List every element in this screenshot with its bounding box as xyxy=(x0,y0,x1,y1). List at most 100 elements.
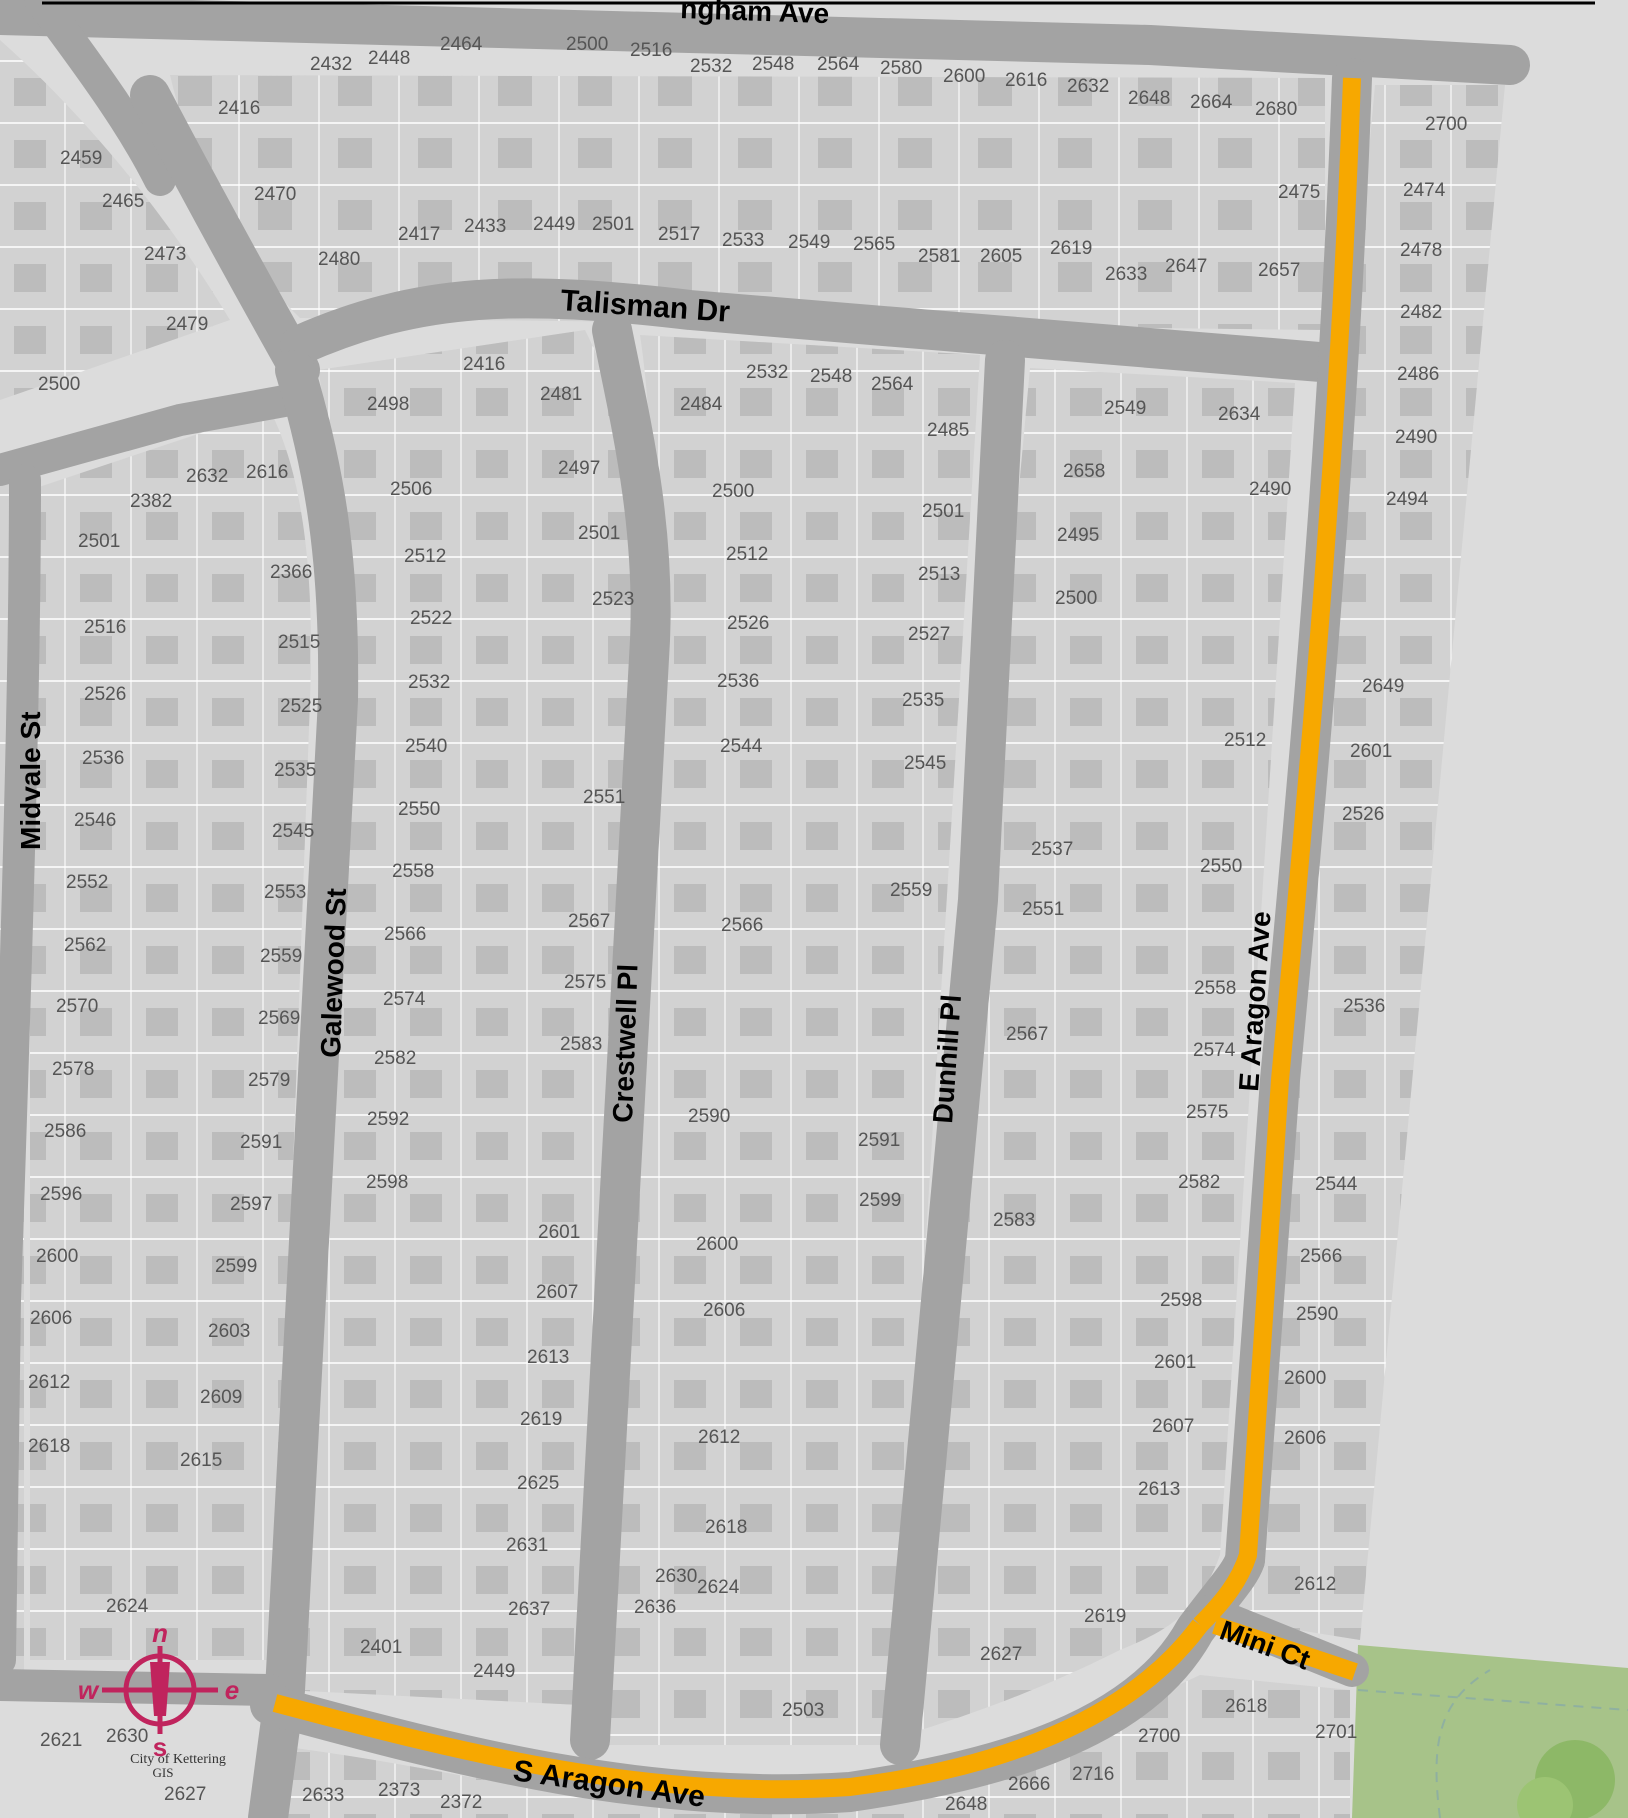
address-label: 2474 xyxy=(1403,180,1446,201)
road-midvale xyxy=(0,464,41,1676)
address-label: 2648 xyxy=(1128,88,1170,109)
park-trail xyxy=(1357,1669,1628,1818)
address-label: 2567 xyxy=(568,911,610,932)
address-label: 2700 xyxy=(1138,1726,1180,1747)
address-label: 2550 xyxy=(398,799,440,820)
address-label: 2618 xyxy=(1225,1696,1267,1717)
address-label: 2546 xyxy=(74,810,116,831)
address-label: 2473 xyxy=(144,244,186,265)
credit-gis: GIS xyxy=(153,1765,174,1780)
address-label: 2433 xyxy=(464,216,506,237)
address-label: 2605 xyxy=(980,246,1022,267)
address-label: 2480 xyxy=(318,249,360,270)
address-label: 2533 xyxy=(722,230,764,251)
address-label: 2631 xyxy=(506,1535,548,1556)
address-label: 2601 xyxy=(1350,741,1392,762)
address-label: 2548 xyxy=(752,54,794,75)
highlighted-route[interactable] xyxy=(272,77,1361,1799)
road-galewood xyxy=(248,350,359,1818)
address-label: 2459 xyxy=(60,148,102,169)
address-label: 2565 xyxy=(853,234,895,255)
address-label: 2494 xyxy=(1386,489,1429,510)
address-label: 2513 xyxy=(918,564,960,585)
address-label: 2537 xyxy=(1031,839,1073,860)
address-label: 2566 xyxy=(721,915,763,936)
address-label: 2666 xyxy=(1008,1774,1050,1795)
address-label: 2366 xyxy=(270,562,312,583)
address-label: 2481 xyxy=(540,384,582,405)
address-label: 2532 xyxy=(408,672,450,693)
address-label: 2619 xyxy=(1084,1606,1126,1627)
address-label: 2548 xyxy=(810,366,852,387)
address-label: 2550 xyxy=(1200,856,1242,877)
address-label: 2517 xyxy=(658,224,700,245)
address-label: 2567 xyxy=(1006,1024,1048,1045)
address-label: 2680 xyxy=(1255,99,1297,120)
address-label: 2599 xyxy=(215,1256,257,1277)
address-label: 2600 xyxy=(36,1246,78,1267)
address-label: 2551 xyxy=(583,787,625,808)
address-label: 2516 xyxy=(84,617,126,638)
address-label: 2574 xyxy=(383,989,426,1010)
highlight-mini-ct[interactable] xyxy=(1212,1616,1358,1681)
address-label: 2535 xyxy=(274,760,316,781)
address-label: 2612 xyxy=(698,1427,740,1448)
address-label: 2536 xyxy=(717,671,759,692)
address-label: 2607 xyxy=(1152,1416,1194,1437)
address-label: 2526 xyxy=(1342,804,1384,825)
address-label: 2536 xyxy=(82,748,124,769)
address-label: 2549 xyxy=(1104,398,1146,419)
address-label: 2495 xyxy=(1057,525,1099,546)
address-label: 2532 xyxy=(690,56,732,77)
parcel-blocks xyxy=(0,40,1505,1818)
address-label: 2566 xyxy=(384,924,426,945)
address-label: 2464 xyxy=(440,34,483,55)
address-label: 2586 xyxy=(44,1121,86,1142)
address-label: 2701 xyxy=(1315,1722,1357,1743)
highlight-s-aragon[interactable] xyxy=(272,1619,1208,1799)
address-label: 2449 xyxy=(533,214,575,235)
address-label: 2603 xyxy=(208,1321,250,1342)
address-label: 2601 xyxy=(1154,1352,1196,1373)
address-label: 2627 xyxy=(980,1644,1022,1665)
address-label: 2416 xyxy=(463,354,505,375)
compass-n: n xyxy=(152,1618,168,1648)
address-label: 2630 xyxy=(655,1566,697,1587)
street-label-crestwell: Crestwell Pl xyxy=(607,963,644,1123)
address-label: 2497 xyxy=(558,458,600,479)
address-label: 2417 xyxy=(398,224,440,245)
address-label: 2526 xyxy=(727,613,769,634)
street-label-midvale: Midvale St xyxy=(15,712,46,850)
address-label: 2500 xyxy=(712,481,754,502)
address-label: 2609 xyxy=(200,1387,242,1408)
address-label: 2500 xyxy=(38,374,80,395)
address-label: 2545 xyxy=(904,753,946,774)
address-label: 2552 xyxy=(66,872,108,893)
address-label: 2591 xyxy=(858,1130,900,1151)
road-midvale-north xyxy=(24,0,176,196)
address-label: 2570 xyxy=(56,996,98,1017)
road-crestwell xyxy=(570,310,671,1760)
address-label: 2501 xyxy=(78,531,120,552)
address-label: 2490 xyxy=(1395,427,1437,448)
address-label: 2636 xyxy=(634,1597,676,1618)
address-label: 2633 xyxy=(1105,264,1147,285)
address-label: 2540 xyxy=(405,736,447,757)
address-label: 2648 xyxy=(945,1794,987,1815)
address-label: 2544 xyxy=(1315,1174,1358,1195)
address-label: 2633 xyxy=(302,1785,344,1806)
address-label: 2501 xyxy=(578,523,620,544)
address-label: 2500 xyxy=(1055,588,1097,609)
compass-e: e xyxy=(225,1675,239,1705)
address-label: 2601 xyxy=(538,1222,580,1243)
address-label: 2569 xyxy=(258,1008,300,1029)
address-label: 2500 xyxy=(566,34,608,55)
address-label: 2449 xyxy=(473,1661,515,1682)
address-label: 2606 xyxy=(1284,1428,1326,1449)
highlight-e-aragon[interactable] xyxy=(1193,77,1361,1632)
address-label: 2522 xyxy=(410,608,452,629)
address-label: 2716 xyxy=(1072,1764,1114,1785)
address-label: 2612 xyxy=(1294,1574,1336,1595)
